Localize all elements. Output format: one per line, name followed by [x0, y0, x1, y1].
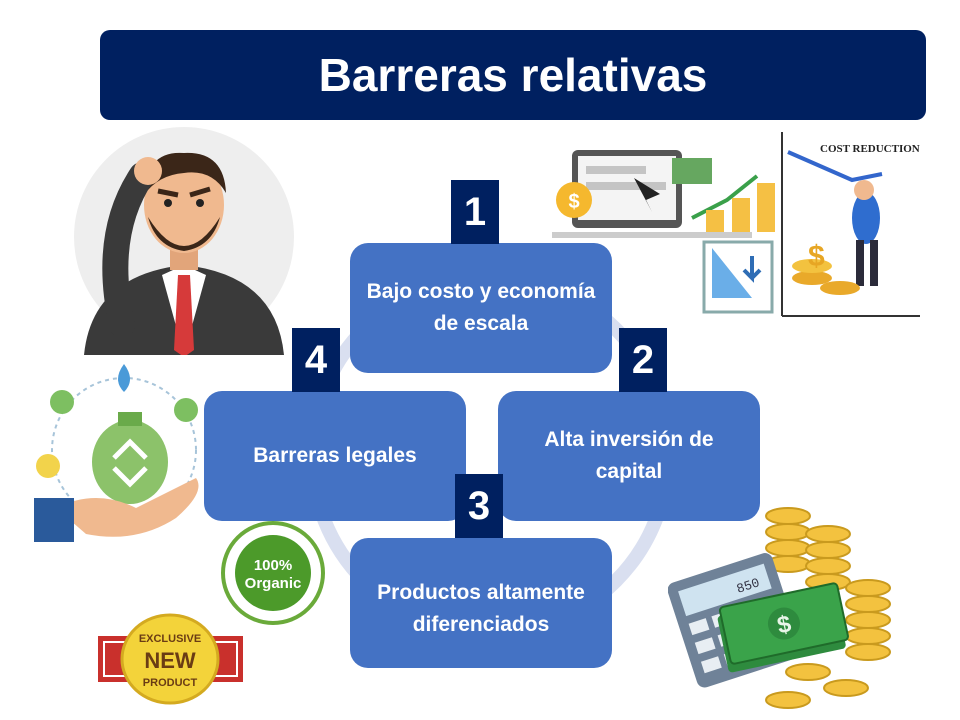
- step-3-number: 3: [455, 474, 503, 538]
- step-2-box: Alta inversión de capital: [498, 391, 760, 521]
- step-4-box: Barreras legales: [204, 391, 466, 521]
- recycling-money-hand-illustration: [34, 364, 199, 542]
- page-title: Barreras relativas: [318, 49, 708, 101]
- organic-badge-label: Organic: [245, 575, 302, 592]
- organic-badge-illustration: 100% Organic: [221, 521, 325, 625]
- step-4-text: Barreras legales: [253, 444, 417, 467]
- svg-text:$: $: [775, 610, 794, 639]
- organic-badge-percent: 100%: [254, 557, 292, 574]
- thinking-businessman-illustration: [74, 127, 294, 355]
- new-product-badge-illustration: EXCLUSIVE NEW PRODUCT: [98, 613, 243, 705]
- step-2-number: 2: [619, 328, 667, 392]
- step-3-box: Productos altamente diferenciados: [350, 538, 612, 668]
- step-2-text: Alta inversión de capital: [544, 428, 714, 483]
- step-4-number: 4: [292, 328, 340, 392]
- cost-reduction-illustration: $ COST REDUCTION $: [552, 132, 920, 317]
- calculator-money-coins-illustration: 850 $: [668, 507, 891, 709]
- step-1-box: Bajo costo y economía de escala: [350, 243, 612, 373]
- step-3-text: Productos altamente diferenciados: [377, 581, 585, 636]
- svg-text:$: $: [808, 240, 825, 273]
- cost-reduction-label: COST REDUCTION: [820, 143, 920, 155]
- title-banner: Barreras relativas: [100, 30, 926, 120]
- badge-product-text: PRODUCT: [143, 677, 198, 689]
- svg-text:$: $: [568, 191, 579, 213]
- badge-new-text: NEW: [144, 648, 196, 673]
- step-1-number: 1: [451, 180, 499, 244]
- step-1-text: Bajo costo y economía de escala: [366, 280, 596, 335]
- badge-exclusive-text: EXCLUSIVE: [139, 633, 201, 645]
- calculator-display: 850: [735, 575, 762, 596]
